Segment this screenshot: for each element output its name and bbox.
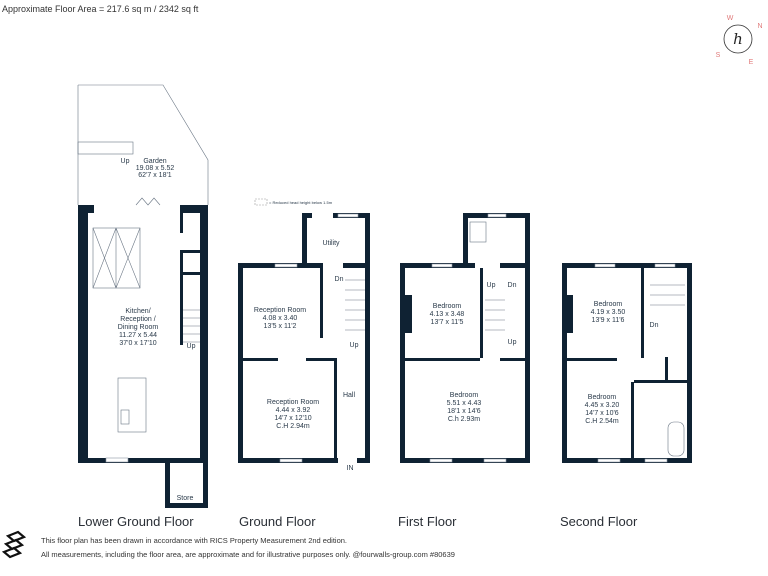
stairs-down-label: Dn [508, 282, 517, 289]
floor-label-ground: Ground Floor [239, 514, 316, 529]
bedroom-2-name: Bedroom [588, 394, 617, 401]
kitchen-name: Kitchen/ [125, 308, 150, 315]
reception-room-2-name: Reception Room [267, 399, 319, 406]
bedroom-1-name: Bedroom [594, 301, 623, 308]
kitchen-name: Dining Room [118, 324, 159, 331]
compass-n: N [757, 23, 762, 30]
entrance-label: IN [347, 465, 354, 472]
bedroom-1-metric: 4.13 x 3.48 [430, 311, 465, 318]
lower-ground-floor-plan: Up Garden 19.08 x 5.52 62'7 x 18'1 Kitch… [77, 84, 209, 508]
hall-label: Hall [343, 392, 356, 399]
bedroom-2-imperial: 14'7 x 10'6 [585, 410, 619, 417]
stairs-down-label: Dn [650, 322, 659, 329]
compass-s: S [716, 52, 721, 59]
stairs-up-label: Up [508, 339, 517, 346]
floor-label-first: First Floor [398, 514, 457, 529]
first-floor-plan: Up Dn Up Bedroom 4.13 x 3.48 13'7 x 11'5… [400, 213, 530, 463]
compass-logo: W N S E h [716, 15, 763, 66]
stairs-up-label: Up [187, 343, 196, 350]
stairs-up-label: Up [350, 342, 359, 349]
stairs-up-label: Up [487, 282, 496, 289]
reception-room-1-imperial: 13'5 x 11'2 [264, 323, 297, 330]
reception-room-1-name: Reception Room [254, 307, 306, 314]
ground-floor-plan: Utility Dn Up Reception Room 4.08 x 3.40… [238, 213, 370, 472]
compass-e: E [749, 59, 754, 66]
bedroom-2-metric: 5.51 x 4.43 [447, 400, 482, 407]
kitchen-imperial: 37'0 x 17'10 [119, 340, 156, 347]
reception-room-1-metric: 4.08 x 3.40 [263, 315, 298, 322]
reception-room-2-metric: 4.44 x 3.92 [276, 407, 311, 414]
second-floor-plan: Dn Bedroom 4.19 x 3.50 13'9 x 11'6 Bedro… [562, 263, 692, 463]
reception-room-2-imperial: 14'7 x 12'10 [274, 415, 311, 422]
footer-disclaimer-1: This floor plan has been drawn in accord… [41, 536, 347, 545]
garden-imperial: 62'7 x 18'1 [138, 172, 172, 179]
bedroom-2-ceiling: C.H 2.54m [585, 418, 619, 425]
bedroom-1-imperial: 13'9 x 11'6 [592, 317, 625, 324]
garden-metric: 19.08 x 5.52 [136, 165, 175, 172]
bedroom-2-name: Bedroom [450, 392, 479, 399]
garden-outline [77, 84, 209, 205]
footer-disclaimer-2: All measurements, including the floor ar… [41, 550, 455, 559]
bedroom-2-imperial: 18'1 x 14'6 [447, 408, 481, 415]
floor-label-second: Second Floor [560, 514, 638, 529]
compass-monogram: h [733, 30, 743, 48]
fourwalls-logo [1, 530, 27, 559]
stairs-down-label: Dn [335, 276, 344, 283]
store-label: Store [177, 495, 194, 502]
bedroom-2-metric: 4.45 x 3.20 [585, 402, 620, 409]
garden-name: Garden [143, 158, 166, 165]
floor-area-text: Approximate Floor Area = 217.6 sq m / 23… [2, 4, 199, 14]
compass-w: W [727, 15, 734, 22]
kitchen-metric: 11.27 x 5.44 [119, 332, 157, 339]
bedroom-2-ceiling: C.h 2.93m [448, 416, 480, 423]
floor-label-lower-ground: Lower Ground Floor [78, 514, 194, 529]
utility-label: Utility [322, 240, 340, 247]
bedroom-1-imperial: 13'7 x 11'5 [431, 319, 464, 326]
bedroom-1-metric: 4.19 x 3.50 [591, 309, 626, 316]
bedroom-1-name: Bedroom [433, 303, 462, 310]
kitchen-name: Reception / [120, 316, 155, 323]
garden-up: Up [121, 158, 130, 165]
reception-room-2-ceiling: C.H 2.94m [276, 423, 310, 430]
reduced-head-height-legend: = Reduced head height below 1.5m [269, 200, 333, 205]
